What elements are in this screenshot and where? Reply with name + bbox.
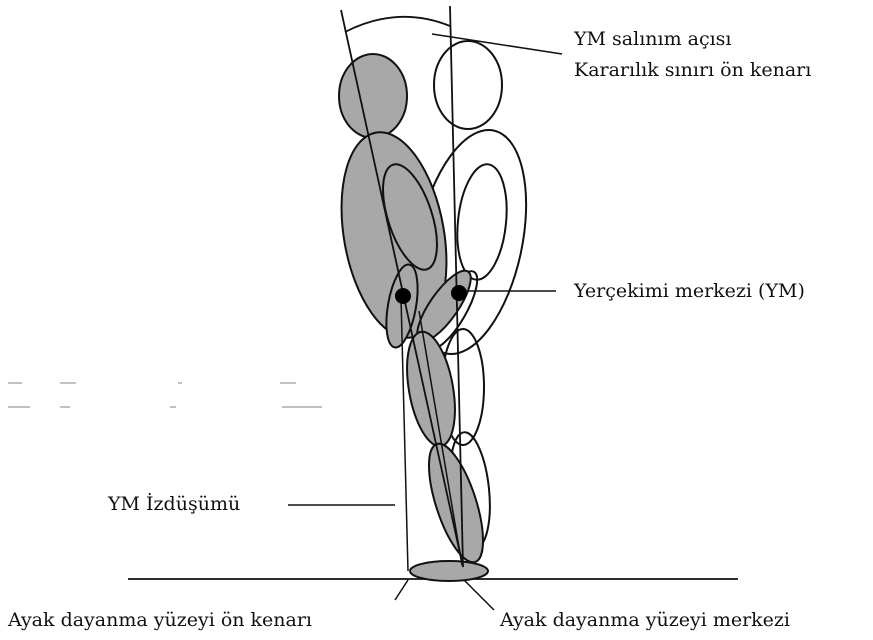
foot-support-base (410, 561, 488, 581)
sway-angle-label: YM salınım açısı (573, 28, 732, 50)
leaning-thigh (399, 328, 462, 450)
sway-angle-arc (345, 17, 450, 32)
support-front-edge-label: Ayak dayanma yüzeyi ön kenarı (7, 609, 312, 631)
center-of-gravity-dot-leaning (395, 288, 411, 304)
leaning-head (339, 54, 407, 138)
support-center-leader (464, 580, 494, 610)
support-center-label: Ayak dayanma yüzeyi merkezi (499, 609, 790, 631)
background-specks (8, 383, 322, 407)
support-front-leader (395, 580, 408, 600)
stability-limit-label: Kararılık sınırı ön kenarı (574, 59, 811, 81)
center-of-gravity-label: Yerçekimi merkezi (YM) (573, 280, 805, 302)
center-of-gravity-dot-upright (451, 285, 467, 301)
leaning-figure (327, 54, 494, 581)
upright-arm (452, 162, 512, 282)
upright-head (434, 41, 502, 129)
cog-projection-label: YM İzdüşümü (107, 492, 240, 515)
